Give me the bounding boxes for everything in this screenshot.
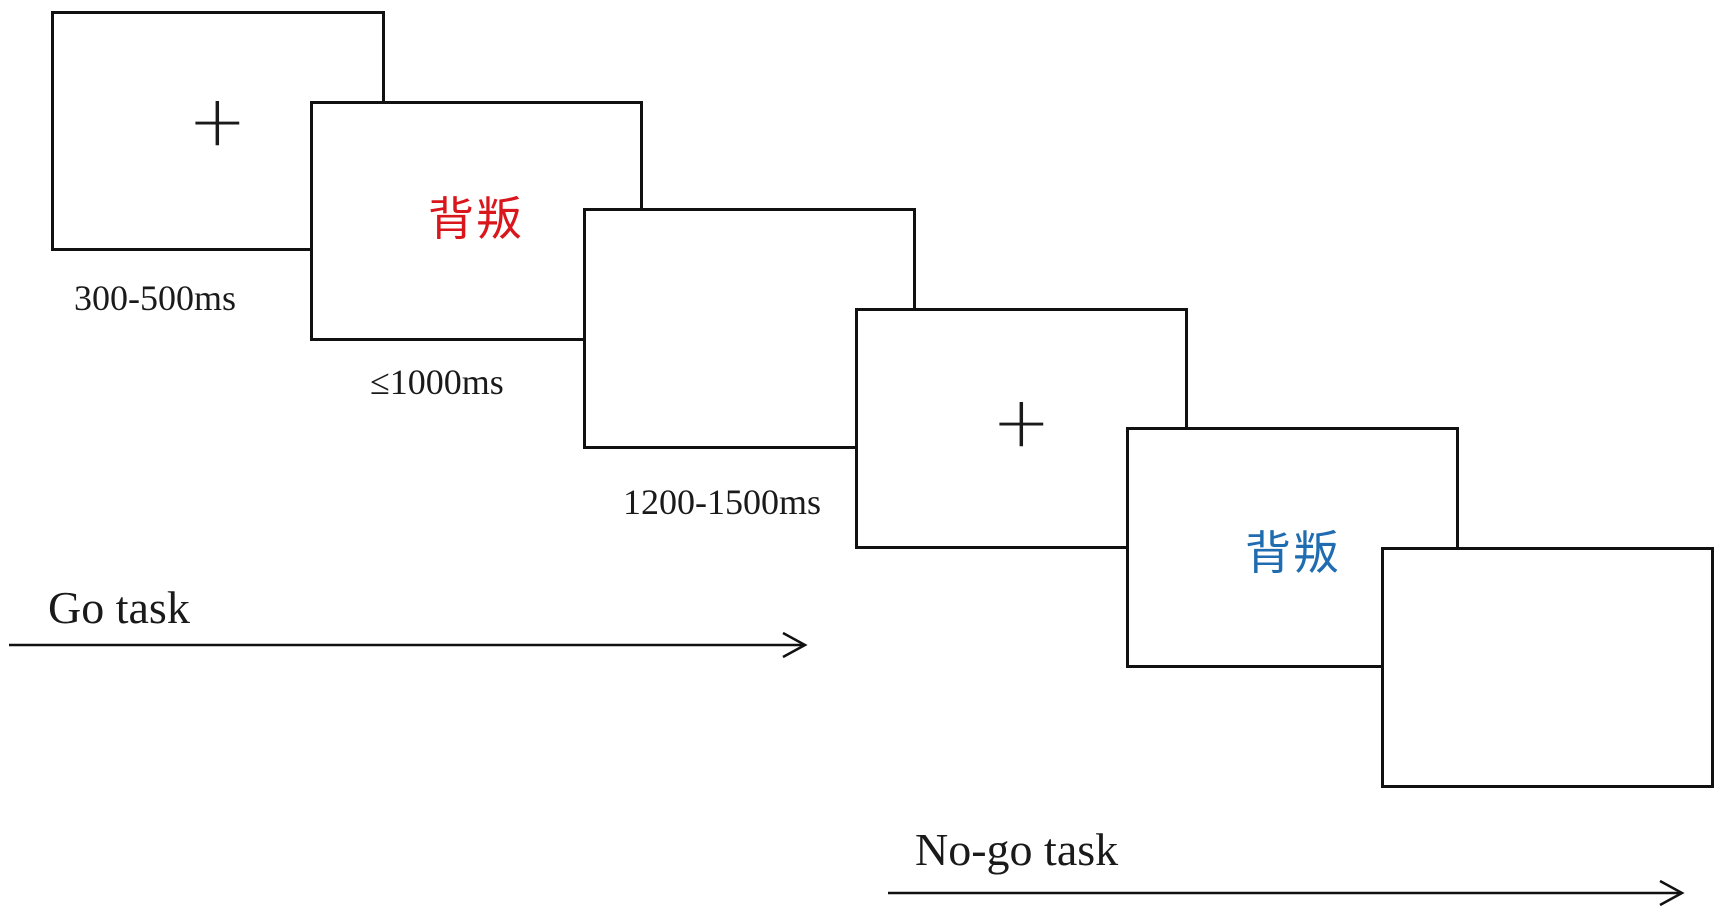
go-stimulus-word: 背叛	[428, 192, 524, 246]
go-fixation-cross: +	[188, 80, 247, 162]
nogo-task-label: No-go task	[915, 824, 1119, 875]
stimulus-duration-label: ≤1000ms	[370, 362, 504, 402]
go-arrow-head	[782, 631, 808, 659]
nogo-arrow-head	[1659, 879, 1685, 907]
fixation-duration-label: 300-500ms	[74, 278, 236, 318]
nogo-stimulus-word: 背叛	[1245, 526, 1341, 580]
go-task-label: Go task	[48, 582, 190, 633]
nogo-blank-screen	[1381, 547, 1714, 788]
nogo-fixation-cross: +	[992, 381, 1051, 463]
blank-duration-label: 1200-1500ms	[623, 482, 821, 522]
